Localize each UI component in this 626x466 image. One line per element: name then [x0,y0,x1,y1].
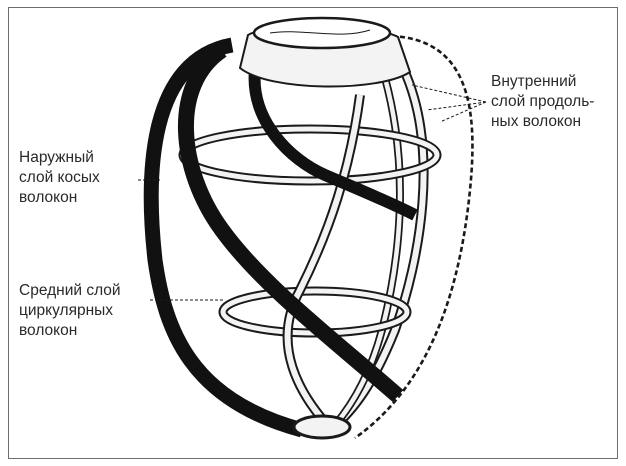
label-line: волокон [19,188,100,208]
label-line: Наружный [19,148,100,168]
label-line: слой косых [19,168,100,188]
apex-ring [294,416,350,438]
label-inner-longitudinal-layer: Внутренний слой продоль- ных волокон [491,72,594,132]
label-line: Средний слой [19,281,121,301]
label-outer-oblique-layer: Наружный слой косых волокон [19,148,100,208]
label-middle-circular-layer: Средний слой циркулярных волокон [19,281,121,341]
label-line: слой продоль- [491,92,594,112]
label-line: волокон [19,321,121,341]
label-line: циркулярных [19,301,121,321]
label-line: ных волокон [491,112,594,132]
label-line: Внутренний [491,72,594,92]
